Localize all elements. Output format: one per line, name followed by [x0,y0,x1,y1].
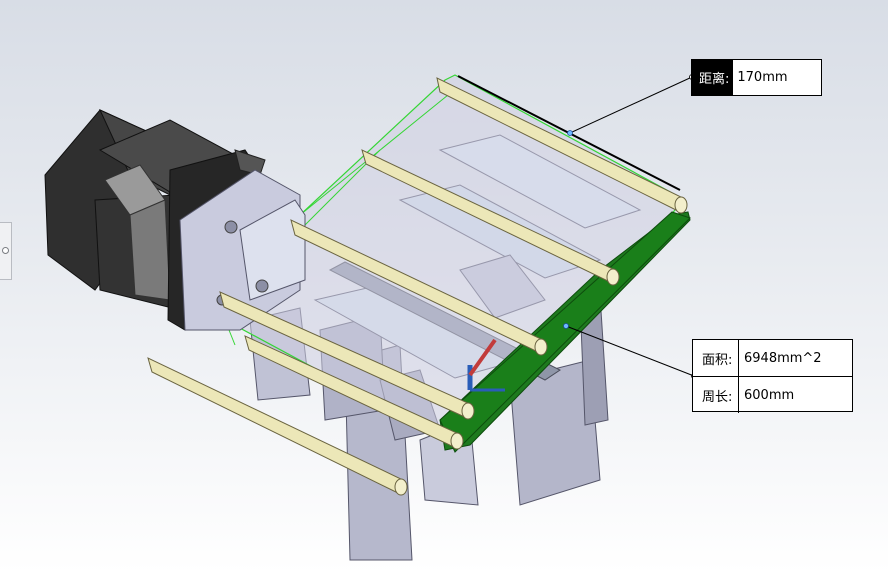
perimeter-label: 周长: [693,377,739,413]
perimeter-value: 600mm [744,387,795,403]
area-perimeter-callout[interactable]: 面积: 6948mm^2 周长: 600mm [692,339,853,413]
distance-leader-anchor [567,130,573,136]
area-leader [565,325,695,377]
motor-adapter[interactable] [179,169,306,331]
area-label: 面积: [693,340,739,376]
base-plate-right[interactable] [509,359,601,506]
guide-rods[interactable] [147,77,688,496]
frame-edge-a [299,94,449,216]
area-leader-anchor [563,323,569,329]
panel-collapse-handle-icon [2,247,9,254]
distance-callout[interactable]: 距离: 170mm [691,59,822,96]
area-row: 面积: 6948mm^2 [693,340,852,377]
panel-collapse-handle[interactable] [0,222,12,280]
area-value: 6948mm^2 [744,350,822,366]
coordinate-triad-icon [467,338,505,392]
perimeter-row: 周长: 600mm [693,377,852,413]
distance-label: 距离: [692,60,734,95]
distance-leader [569,76,693,134]
distance-value: 170mm [737,70,788,85]
